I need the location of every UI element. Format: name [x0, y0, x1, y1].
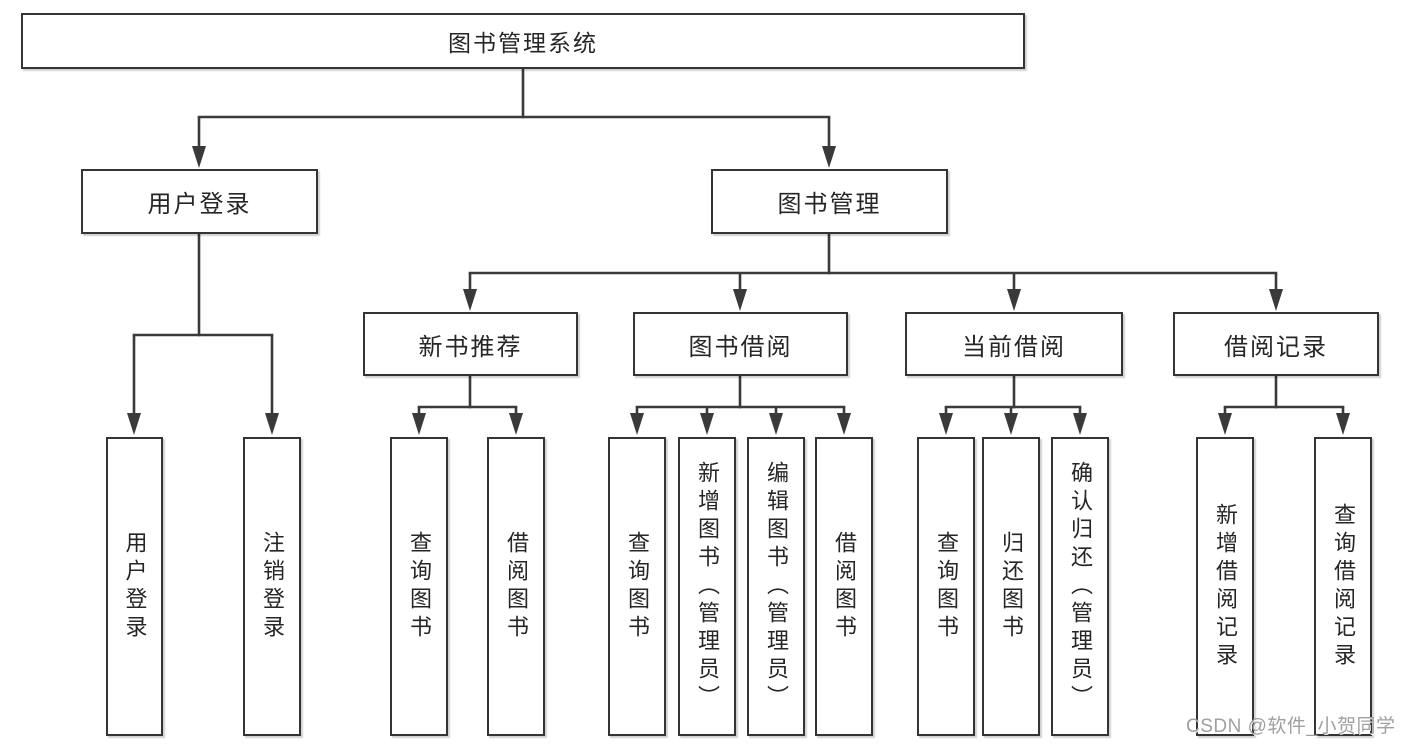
- leaf-query-books-borrowing: 查询图书: [608, 437, 666, 736]
- node-new-book-recommendation: 新书推荐: [363, 312, 578, 376]
- arrow-down-icon: [1269, 289, 1283, 311]
- arrow-down-icon: [463, 289, 477, 311]
- leaf-user-login: 用户登录: [106, 437, 163, 736]
- node-book-borrowing: 图书借阅: [633, 312, 848, 376]
- node-current-borrowing: 当前借阅: [905, 312, 1123, 376]
- arrow-down-icon: [265, 413, 279, 435]
- arrow-down-icon: [700, 413, 714, 435]
- arrow-down-icon: [1218, 413, 1232, 435]
- arrow-down-icon: [939, 413, 953, 435]
- node-user-login: 用户登录: [81, 169, 318, 234]
- arrow-down-icon: [822, 146, 836, 168]
- arrow-down-icon: [412, 413, 426, 435]
- node-book-management: 图书管理: [711, 169, 948, 234]
- arrow-down-icon: [192, 146, 206, 168]
- arrow-down-icon: [733, 289, 747, 311]
- leaf-edit-book-admin: 编辑图书（管理员）: [747, 437, 805, 736]
- arrow-down-icon: [1007, 289, 1021, 311]
- leaf-confirm-return-admin: 确认归还（管理员）: [1051, 437, 1109, 736]
- leaf-add-borrow-record: 新增借阅记录: [1196, 437, 1254, 736]
- leaf-query-borrow-record: 查询借阅记录: [1314, 437, 1372, 736]
- leaf-borrow-books-borrowing: 借阅图书: [815, 437, 873, 736]
- arrow-down-icon: [769, 413, 783, 435]
- node-borrowing-records: 借阅记录: [1173, 312, 1379, 376]
- csdn-watermark: CSDN @软件_小贺同学: [1186, 716, 1396, 737]
- leaf-borrow-books-recommend: 借阅图书: [487, 437, 545, 736]
- arrow-down-icon: [837, 413, 851, 435]
- leaf-add-book-admin: 新增图书（管理员）: [678, 437, 736, 736]
- arrow-down-icon: [1004, 413, 1018, 435]
- leaf-return-book: 归还图书: [982, 437, 1040, 736]
- leaf-query-books-recommend: 查询图书: [390, 437, 448, 736]
- arrow-down-icon: [1336, 413, 1350, 435]
- leaf-query-books-current: 查询图书: [917, 437, 975, 736]
- arrow-down-icon: [127, 413, 141, 435]
- leaf-logout: 注销登录: [243, 437, 301, 736]
- node-library-management-system: 图书管理系统: [21, 13, 1025, 69]
- arrow-down-icon: [1073, 413, 1087, 435]
- arrow-down-icon: [630, 413, 644, 435]
- arrow-down-icon: [509, 413, 523, 435]
